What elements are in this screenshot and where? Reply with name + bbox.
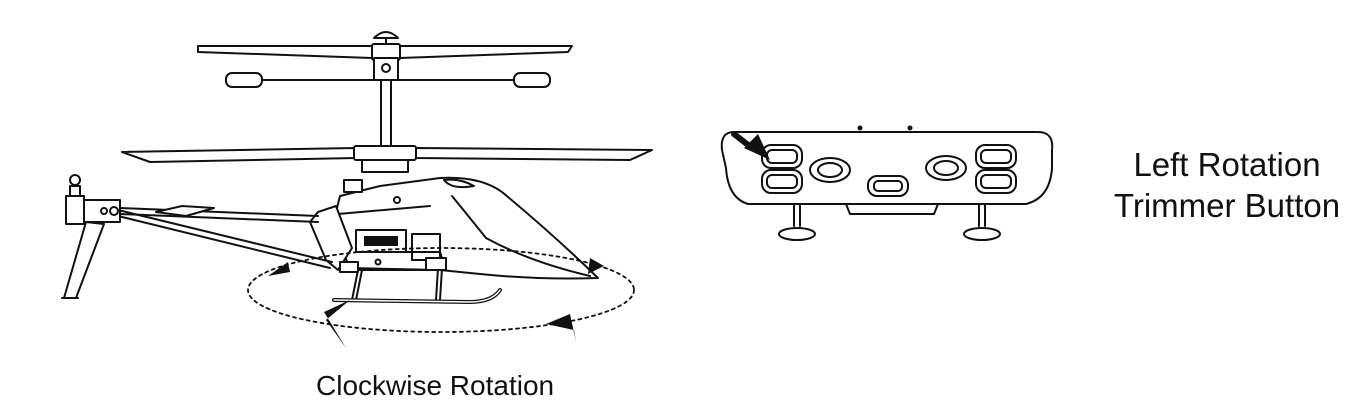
trimmer-caption-line-1: Left Rotation	[1133, 146, 1321, 183]
clockwise-rotation-caption: Clockwise Rotation	[316, 370, 555, 401]
helicopter-icon	[61, 31, 653, 304]
pointer-arrow-icon	[731, 131, 770, 160]
trimmer-caption-line-2: Trimmer Button	[1113, 186, 1341, 224]
remote-controller-icon	[720, 125, 1054, 241]
rotation-arrows-icon	[247, 247, 635, 348]
trimmer-button-caption: Left Rotation Trimmer Button	[1098, 145, 1356, 227]
